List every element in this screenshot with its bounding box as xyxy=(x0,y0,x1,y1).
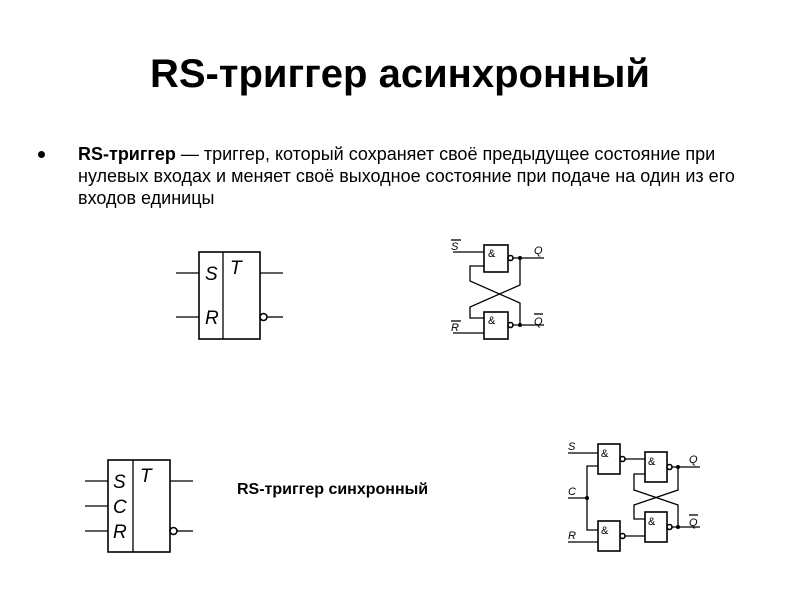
async-symbol-inversion-icon xyxy=(259,312,268,322)
sync-gate-circuit: & & S R C & & Q Q xyxy=(568,441,700,552)
sync-output-bottom-inversion-icon xyxy=(666,523,673,531)
async-label-nq: Q xyxy=(534,316,543,328)
async-top-gate-label: & xyxy=(488,248,496,260)
sync-input-top-inversion-icon xyxy=(619,455,626,463)
definition-bullet: RS-триггер — триггер, который сохраняет … xyxy=(38,143,758,209)
async-bottom-inversion-icon xyxy=(507,321,514,329)
sync-caption: RS-триггер синхронный xyxy=(237,481,429,498)
async-symbol-box xyxy=(198,251,261,340)
sync-output-top-inversion-icon xyxy=(666,463,673,471)
async-label-r: R xyxy=(451,322,459,334)
async-label-s: S xyxy=(451,241,459,253)
definition-text: RS-триггер — триггер, который сохраняет … xyxy=(78,143,758,209)
async-symbol-label-s: S xyxy=(205,264,218,285)
async-symbol-label-t: T xyxy=(230,258,243,279)
sync-label-nq: Q xyxy=(689,517,698,529)
sync-symbol-box xyxy=(107,459,171,553)
definition-term: RS-триггер xyxy=(78,144,176,164)
async-gate-circuit: & S Q & R Q xyxy=(451,239,544,340)
sync-input-bottom-gate-label: & xyxy=(601,525,609,537)
sync-feedback-nq xyxy=(633,473,679,527)
async-feedback-q xyxy=(469,258,521,319)
sync-input-top-gate-label: & xyxy=(601,448,609,460)
sync-label-c: C xyxy=(568,486,576,498)
sync-rs-symbol: S C R T xyxy=(85,459,193,553)
async-rs-symbol: S R T xyxy=(176,251,283,340)
sync-output-bottom-gate-label: & xyxy=(648,516,656,528)
slide-title: RS-триггер асинхронный xyxy=(149,52,651,96)
sync-clock-node xyxy=(585,496,589,500)
sync-feedback-q xyxy=(633,467,679,520)
async-bottom-gate-label: & xyxy=(488,315,496,327)
sync-input-bottom-inversion-icon xyxy=(619,532,626,540)
async-top-inversion-icon xyxy=(507,254,514,262)
sync-symbol-label-s: S xyxy=(113,472,126,493)
sync-symbol-label-t: T xyxy=(140,466,153,487)
sync-label-r: R xyxy=(568,530,576,542)
sync-symbol-label-r: R xyxy=(113,522,127,543)
async-bottom-nand-gate xyxy=(483,311,509,340)
async-feedback-nq xyxy=(469,265,521,325)
bullet-dot-icon xyxy=(38,151,45,158)
sync-symbol-label-c: C xyxy=(113,497,127,518)
async-symbol-label-r: R xyxy=(205,308,219,329)
sync-label-q: Q xyxy=(689,454,698,466)
sync-symbol-inversion-icon xyxy=(169,526,178,536)
sync-label-s: S xyxy=(568,441,576,453)
async-label-q: Q xyxy=(534,245,543,257)
definition-body: — триггер, который сохраняет своё предыд… xyxy=(78,144,735,208)
sync-output-top-gate-label: & xyxy=(648,456,656,468)
